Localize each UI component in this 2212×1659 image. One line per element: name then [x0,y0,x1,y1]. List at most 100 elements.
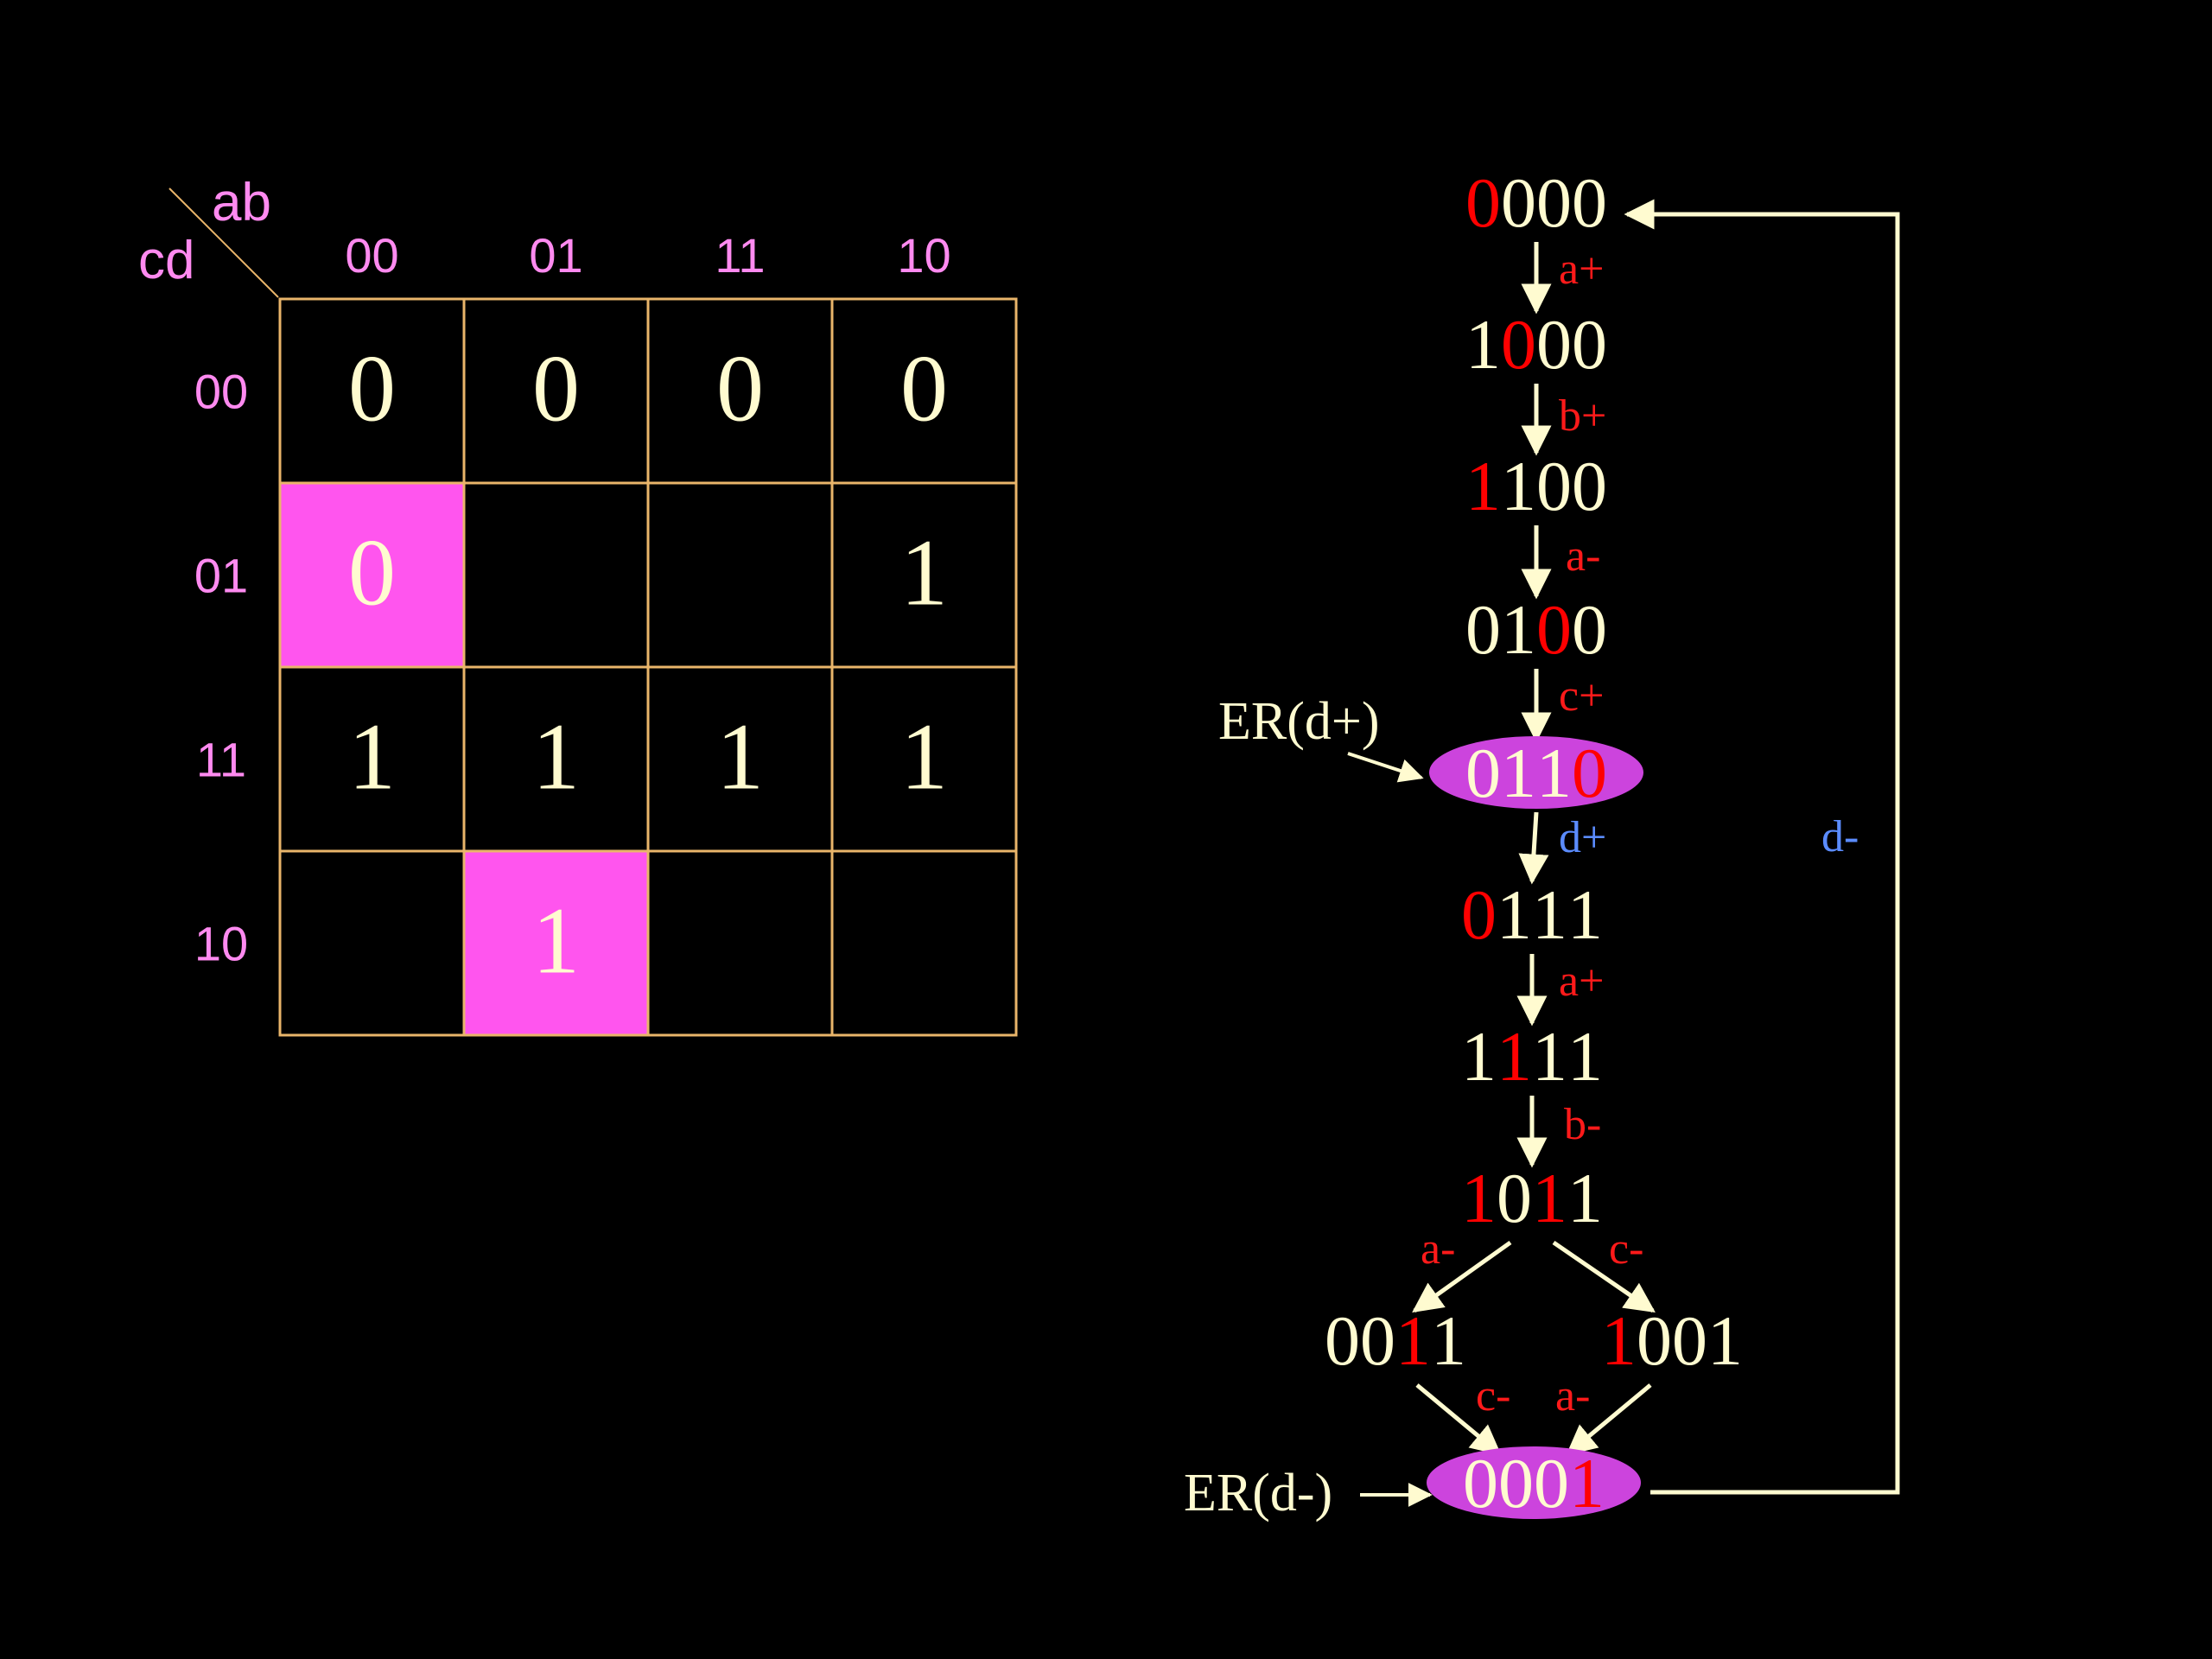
state-digit: 0 [1637,1301,1672,1380]
er-label-text: ER(d-) [1184,1464,1332,1522]
kmap-cell-value: 0 [348,336,396,442]
state-digit: 0 [1572,734,1607,812]
kmap-cell-value: 1 [532,704,580,810]
state-digit: 1 [1501,734,1536,812]
transition-label: a- [1421,1224,1455,1274]
kmap-row-header: 00 [194,365,248,419]
transition-label: c- [1476,1371,1510,1421]
state-digit: 1 [1461,1159,1497,1237]
kmap-cell-value: 0 [532,336,580,442]
transition-label: c+ [1559,671,1604,721]
kmap-cell [462,849,650,1037]
excitation-region-ellipse [1427,1446,1641,1519]
kmap-corner-diagonal [168,188,279,298]
state-digit: 0 [1498,1444,1534,1522]
transition-label: a+ [1559,245,1604,294]
state-digit: 0 [1465,163,1501,242]
kmap-cell [462,481,650,669]
er-label-text: ER(d+) [1218,692,1379,751]
state-digit: 0 [1465,734,1501,812]
kmap-cell-value: 0 [716,336,764,442]
kmap-cell-value: 1 [900,520,948,626]
kmap-cell-value: 1 [348,704,396,810]
kmap-cell-value: 0 [348,520,396,626]
state-digit: 0 [1572,447,1607,525]
state-digit: 0 [1572,305,1607,384]
kmap-column-header: 11 [715,228,765,283]
state-digit: 0 [1325,1301,1360,1380]
state-digit: 1 [1536,734,1572,812]
state-digit: 1 [1465,447,1501,525]
state-digit: 1 [1501,590,1536,669]
kmap-cell [646,481,834,669]
transition-label: a+ [1559,957,1604,1006]
er-label: ER(d-) [1184,1464,1433,1522]
state-digit: 0 [1536,305,1572,384]
kmap-column-headers: 00 01 11 10 [345,228,950,283]
kmap-cell-value: 0 [900,336,948,442]
transition-label: b+ [1559,391,1606,441]
graph-transitions [1412,199,1900,1495]
state-digit: 0 [1536,163,1572,242]
transition-label: c- [1609,1224,1643,1274]
transition-label: b- [1564,1100,1601,1149]
kmap-cell [830,849,1018,1037]
state-digit: 0 [1572,590,1607,669]
kmap-row-header: 01 [194,549,248,603]
state-digit: 0 [1461,875,1497,954]
state-digit: 1 [1461,1017,1497,1096]
state-digit: 0 [1360,1301,1395,1380]
state-digit: 1 [1431,1301,1466,1380]
state-digit: 1 [1601,1301,1637,1380]
kmap-column-header: 01 [529,228,582,283]
graph-er-labels: ER(d+) ER(d-) [1184,692,1433,1522]
kmap-column-header: 10 [897,228,950,283]
graph-event-labels: a+b+a-c+d+a+b-a-c-c-a-d- [1421,245,1859,1421]
state-digit: 1 [1497,875,1532,954]
state-digit: 0 [1463,1444,1498,1522]
transition-arrow [1552,1240,1656,1313]
state-digit: 1 [1465,305,1501,384]
transition-arrow [1624,199,1900,1495]
state-digit: 1 [1395,1301,1431,1380]
state-digit: 1 [1532,1017,1567,1096]
state-digit: 0 [1501,163,1536,242]
state-digit: 1 [1501,447,1536,525]
transition-arrow [1412,1240,1512,1313]
state-digit: 1 [1569,1444,1605,1522]
transition-label: a- [1566,531,1600,581]
kmap-row-header: 10 [194,917,248,971]
kmap-cell [646,849,834,1037]
transition-arrow [1566,1383,1652,1456]
state-digit: 1 [1707,1301,1743,1380]
state-digit: 0 [1536,590,1572,669]
excitation-region-ellipse [1429,736,1643,809]
kmap-corner-top-label: ab [212,173,271,232]
state-digit: 1 [1497,1017,1532,1096]
state-digit: 1 [1532,875,1567,954]
state-digit: 1 [1567,875,1603,954]
er-label: ER(d+) [1218,692,1424,783]
kmap-cell-value: 1 [532,888,580,994]
state-digit: 0 [1497,1159,1532,1237]
kmap-column-header: 00 [345,228,398,283]
state-digit: 1 [1532,1159,1567,1237]
kmap-cell-value: 1 [900,704,948,810]
